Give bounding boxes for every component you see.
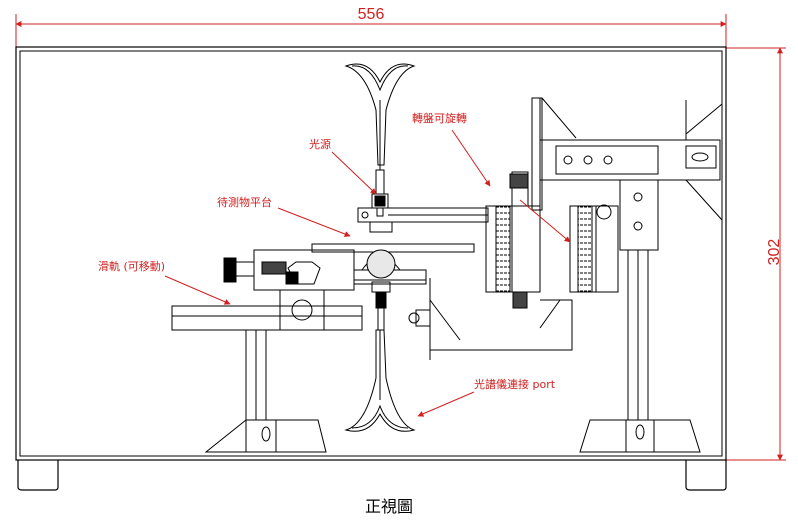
- svg-text:光源: 光源: [309, 137, 331, 151]
- width-dimension: [15, 14, 727, 48]
- svg-text:待測物平台: 待測物平台: [217, 195, 272, 209]
- rotating-stage-left: [485, 98, 541, 309]
- annotation-spectrometer-port: 光譜儀連接 port: [417, 377, 556, 417]
- rotating-arm: [357, 207, 489, 223]
- width-dimension-label: 556: [358, 6, 385, 23]
- annotation-rotating-disk: 轉盤可旋轉: [412, 111, 571, 243]
- right-support-column: [429, 97, 723, 453]
- enclosure-frame: [15, 46, 727, 491]
- svg-text:光譜儀連接 port: 光譜儀連接 port: [474, 377, 556, 391]
- svg-text:轉盤可旋轉: 轉盤可旋轉: [412, 111, 467, 125]
- svg-text:滑軌 (可移動): 滑軌 (可移動): [98, 259, 165, 273]
- annotation-test-platform: 待測物平台: [217, 195, 351, 237]
- spectrometer-fiber: [344, 329, 416, 432]
- slide-rail-assembly: [171, 249, 363, 453]
- view-caption: 正視圖: [365, 497, 413, 516]
- annotation-slide-rail: 滑軌 (可移動): [98, 259, 231, 305]
- rotating-stage-right: [569, 204, 619, 293]
- annotation-light-source: 光源: [309, 137, 377, 195]
- light-source-fiber: [344, 63, 416, 233]
- height-dimension: [726, 47, 786, 461]
- test-object-platform: [311, 243, 475, 331]
- height-dimension-label: 302: [766, 239, 783, 266]
